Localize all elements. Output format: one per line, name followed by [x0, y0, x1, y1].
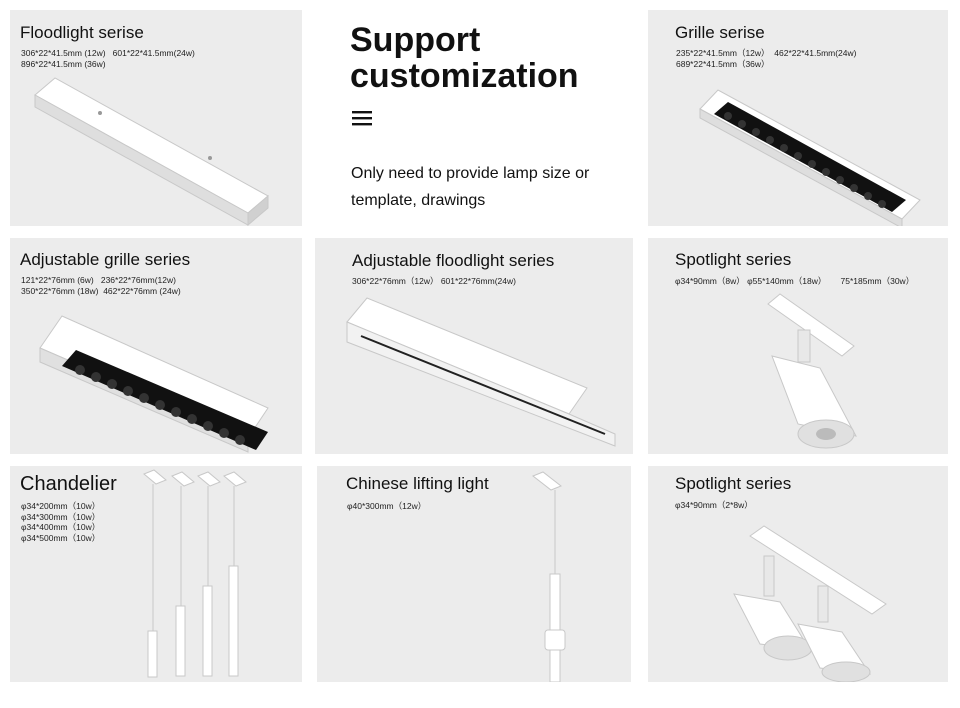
card-title: Grille serise [675, 23, 765, 42]
adjustable-floodlight-card: Adjustable floodlight series 306*22*76mm… [315, 238, 633, 454]
card-title: Adjustable grille series [20, 250, 191, 269]
chandelier-card: Chandelier φ34*200mm（10w） φ34*300mm（10w）… [10, 466, 302, 682]
adjustable-grille-product-image [39, 315, 269, 453]
grille-card: Grille serise 235*22*41.5mm（12w） 462*22*… [648, 10, 948, 226]
adjustable-floodlight-product-image [346, 297, 616, 447]
card-spec: 306*22*41.5mm (12w) 601*22*41.5mm(24w) 8… [21, 48, 195, 69]
chinese-lifting-light-card: Chinese lifting light φ40*300mm（12w） [317, 466, 631, 682]
card-spec: 306*22*76mm（12w） 601*22*76mm(24w) [352, 276, 516, 286]
spotlight-product-image [767, 293, 857, 449]
hero-title-line1: Support [350, 21, 481, 59]
card-spec: φ34*90mm（8w） φ55*140mm（18w） 75*185mm（30w… [675, 276, 915, 286]
hero-title-line2: customization [350, 57, 579, 95]
card-title: Adjustable floodlight series [352, 251, 555, 270]
card-title: Spotlight series [675, 250, 792, 269]
lifting-light-product-image [532, 471, 566, 682]
card-title: Chandelier [20, 473, 117, 495]
menu-icon [352, 111, 372, 126]
adjustable-grille-card: Adjustable grille series 121*22*76mm (6w… [10, 238, 302, 454]
spotlight-card: Spotlight series φ34*90mm（8w） φ55*140mm（… [648, 238, 948, 454]
card-spec: 121*22*76mm (6w) 236*22*76mm(12w) 350*22… [21, 275, 181, 296]
double-spotlight-product-image [733, 525, 887, 682]
card-spec: 235*22*41.5mm（12w） 462*22*41.5mm(24w) 68… [676, 48, 857, 69]
card-title: Floodlight serise [20, 23, 144, 42]
grille-product-image [699, 89, 921, 226]
card-title: Chinese lifting light [346, 474, 489, 493]
card-spec: φ40*300mm（12w） [347, 501, 427, 511]
floodlight-product-image [34, 77, 269, 226]
hero-description: Only need to provide lamp size or templa… [351, 165, 590, 209]
hero-title: Support customization [350, 22, 579, 94]
double-spotlight-card: Spotlight series φ34*90mm（2*8w） [648, 466, 948, 682]
card-spec: φ34*90mm（2*8w） [675, 500, 753, 510]
card-spec: φ34*200mm（10w） φ34*300mm（10w） φ34*400mm（… [21, 501, 101, 543]
chandelier-product-image [143, 469, 247, 678]
card-title: Spotlight series [675, 474, 792, 493]
floodlight-card: Floodlight serise 306*22*41.5mm (12w) 60… [10, 10, 302, 226]
